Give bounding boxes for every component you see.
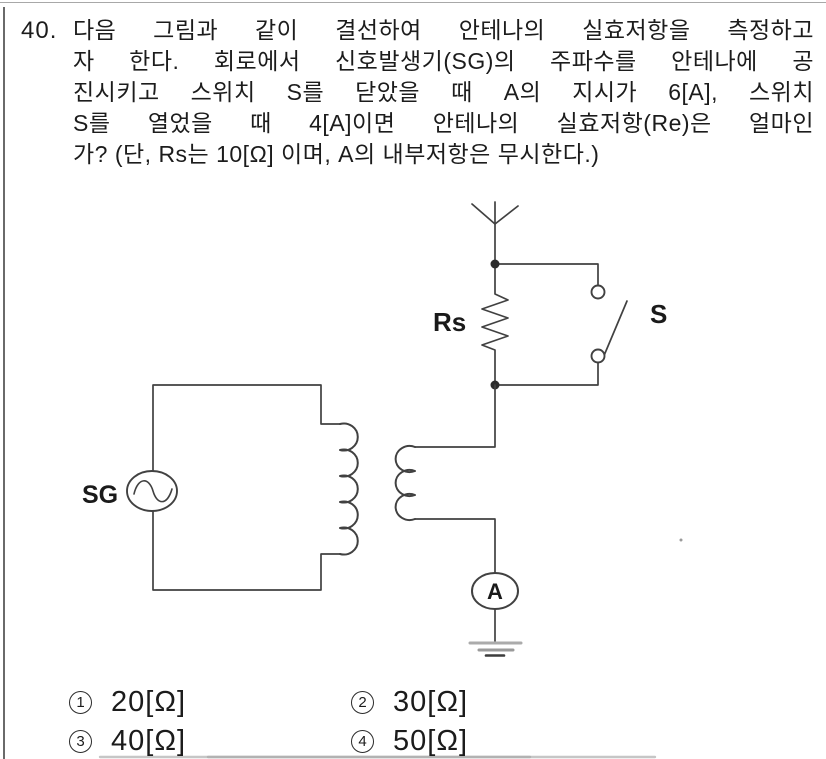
option-2-value: 30[Ω]	[393, 685, 469, 718]
option-3-value: 40[Ω]	[111, 724, 187, 757]
junction-dot-top	[490, 259, 500, 269]
left-border-line	[3, 7, 5, 759]
switch-blade	[602, 300, 628, 359]
option-2[interactable]: 2 30[Ω]	[351, 685, 469, 718]
option-4[interactable]: 4 50[Ω]	[351, 724, 469, 757]
resistor-rs	[481, 263, 509, 386]
rs-label: Rs	[433, 307, 466, 337]
top-border-line	[0, 2, 826, 3]
s-label: S	[650, 299, 667, 329]
option-1[interactable]: 1 20[Ω]	[69, 685, 187, 718]
option-1-number: 1	[69, 690, 92, 714]
question-text: 다음 그림과 같이 결선하여 안테나의 실효저항을 측정하고 자 한다. 회로에…	[73, 15, 814, 170]
option-1-value: 20[Ω]	[111, 685, 187, 718]
transformer-primary-coil	[339, 422, 359, 556]
option-3[interactable]: 3 40[Ω]	[69, 724, 187, 757]
question-line-3: 진시키고 스위치 S를 닫았을 때 A의 지시가 6[A], 스위치	[73, 79, 814, 105]
wire-to-secondary	[414, 384, 496, 448]
ac-source-icon	[126, 470, 178, 512]
question-line-4: S를 열었을 때 4[A]이면 안테나의 실효저항(Re)은 얼마인	[73, 110, 814, 136]
scan-speck	[679, 538, 683, 542]
question-number: 40.	[21, 17, 58, 44]
option-3-number: 3	[69, 729, 92, 753]
signal-generator-loop	[126, 384, 359, 591]
option-2-number: 2	[351, 690, 374, 714]
question-line-5: 가? (단, Rs는 10[Ω] 이며, A의 내부저항은 무시한다.)	[73, 141, 600, 167]
antenna-icon	[471, 201, 519, 265]
wire-to-ammeter	[414, 518, 496, 574]
option-4-value: 50[Ω]	[393, 724, 469, 757]
question-line-2: 자 한다. 회로에서 신호발생기(SG)의 주파수를 안테나에 공	[73, 48, 814, 74]
sg-label: SG	[82, 481, 118, 509]
ammeter-label: A	[487, 579, 503, 604]
question-line-1: 다음 그림과 같이 결선하여 안테나의 실효저항을 측정하고	[73, 17, 814, 43]
option-4-number: 4	[351, 729, 374, 753]
ground-icon	[468, 641, 523, 657]
wire-top-switch	[494, 263, 599, 286]
switch-s	[494, 284, 628, 386]
transformer-secondary-coil	[394, 445, 416, 521]
